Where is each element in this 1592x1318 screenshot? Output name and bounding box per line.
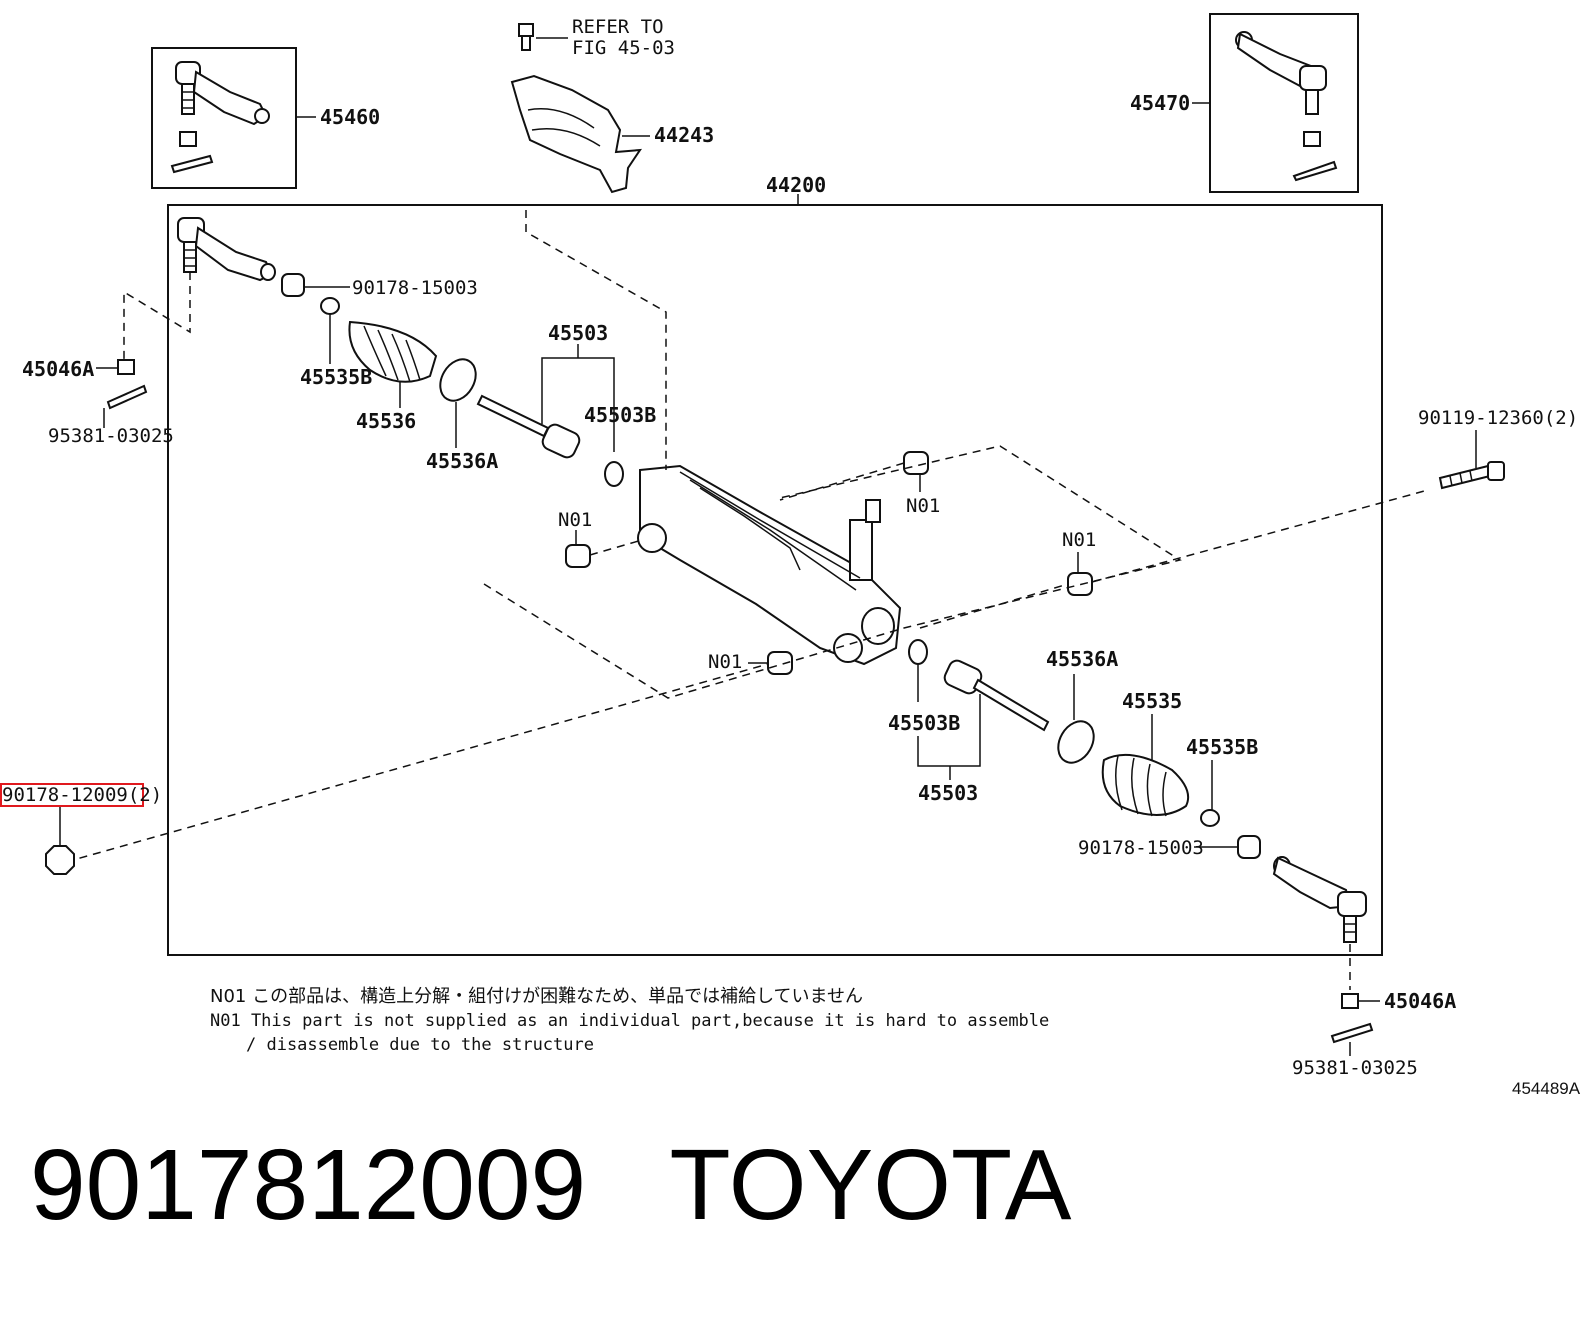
dash-90119 <box>1091 489 1429 583</box>
note-line-jp: N01 この部品は、構造上分解・組付けが困難なため、単品では補給していません <box>210 986 863 1007</box>
left-tie-rod-end[interactable] <box>177 217 276 282</box>
callout-90178-15003-top[interactable]: 90178-15003 <box>352 277 478 299</box>
dash-n01-c <box>919 583 1069 629</box>
highlight-box-90178-12009 <box>0 783 144 807</box>
bushing-n01-b[interactable] <box>903 451 929 475</box>
figure-code: 454489A <box>1512 1079 1581 1098</box>
band-45536A-top[interactable] <box>433 353 483 407</box>
right-tie-rod-end[interactable] <box>1272 856 1367 943</box>
nut-90178-15003-bottom[interactable] <box>1237 835 1261 859</box>
nut-90178-12009[interactable] <box>45 845 75 875</box>
tie-rod-end-45470[interactable] <box>1235 31 1338 182</box>
callout-45535B-bottom[interactable]: 45535B <box>1186 735 1258 759</box>
washer-45503B-bottom[interactable] <box>908 639 928 665</box>
dash-n01-b <box>779 462 905 501</box>
dash-n01-a <box>589 539 643 556</box>
bolt-90119-12360[interactable] <box>1438 461 1505 490</box>
note-line-en-2: / disassemble due to the structure <box>246 1035 594 1055</box>
callout-45460[interactable]: 45460 <box>320 105 380 129</box>
boot-45536[interactable] <box>348 320 438 383</box>
inner-tie-rod-right[interactable] <box>942 658 1050 732</box>
callout-45503-bottom[interactable]: 45503 <box>918 781 978 805</box>
callout-44200[interactable]: 44200 <box>766 173 826 197</box>
callout-45503B-top[interactable]: 45503B <box>584 403 656 427</box>
inner-tie-rod-left[interactable] <box>476 394 582 460</box>
callout-n01-a[interactable]: N01 <box>558 509 592 531</box>
dash-90178-12009 <box>65 663 769 863</box>
dash-mount-outline <box>483 445 1182 699</box>
cotter-pin-95381-left[interactable] <box>106 384 148 410</box>
callout-90178-15003-bottom[interactable]: 90178-15003 <box>1078 837 1204 859</box>
band-45536A-bottom[interactable] <box>1051 715 1101 769</box>
callout-90178-12009[interactable]: 90178-12009(2) <box>2 784 162 806</box>
callout-45535B-top[interactable]: 45535B <box>300 365 372 389</box>
bolt-refer-fig[interactable] <box>518 23 568 51</box>
dash-left-knuckle <box>123 272 191 360</box>
clip-45535B-top[interactable] <box>320 297 340 315</box>
callout-n01-c[interactable]: N01 <box>1062 529 1096 551</box>
callout-95381-right[interactable]: 95381-03025 <box>1292 1057 1418 1079</box>
callout-45046A-right[interactable]: 45046A <box>1384 989 1456 1013</box>
callout-45536A-bottom[interactable]: 45536A <box>1046 647 1118 671</box>
bracket-45503-bottom <box>917 694 981 767</box>
cotter-pin-95381-right[interactable] <box>1330 1022 1374 1044</box>
callout-95381-left[interactable]: 95381-03025 <box>48 425 174 447</box>
nut-90178-15003-top[interactable] <box>281 273 305 297</box>
refer-to-label-2: FIG 45-03 <box>572 37 675 59</box>
callout-n01-d[interactable]: N01 <box>708 651 742 673</box>
caption-part-number: 9017812009 <box>30 1129 587 1241</box>
callout-45503B-bottom[interactable]: 45503B <box>888 711 960 735</box>
dash-heat-shield <box>525 210 667 470</box>
callout-n01-b[interactable]: N01 <box>906 495 940 517</box>
assembly-frame-44200 <box>167 204 1383 956</box>
callout-45470[interactable]: 45470 <box>1130 91 1190 115</box>
boot-45535[interactable] <box>1101 753 1190 817</box>
callout-45535[interactable]: 45535 <box>1122 689 1182 713</box>
clip-45535B-bottom[interactable] <box>1200 809 1220 827</box>
inset-box-45460 <box>151 47 297 189</box>
caption-brand: TOYOTA <box>669 1129 1072 1241</box>
callout-44243[interactable]: 44243 <box>654 123 714 147</box>
note-line-en-1: N01 This part is not supplied as an indi… <box>210 1011 1049 1031</box>
heat-shield-44243[interactable] <box>510 74 642 194</box>
callout-90119[interactable]: 90119-12360(2) <box>1418 407 1578 429</box>
callout-45046A-left[interactable]: 45046A <box>22 357 94 381</box>
nut-45046A-right[interactable] <box>1341 993 1359 1009</box>
caption: 9017812009 TOYOTA <box>30 1130 1071 1240</box>
refer-to-label-1: REFER TO <box>572 16 664 38</box>
callout-45503-top[interactable]: 45503 <box>548 321 608 345</box>
washer-45503B-top[interactable] <box>604 461 624 487</box>
callout-45536[interactable]: 45536 <box>356 409 416 433</box>
nut-45046A-left[interactable] <box>117 359 135 375</box>
callout-45536A-top[interactable]: 45536A <box>426 449 498 473</box>
tie-rod-end-45460[interactable] <box>170 61 270 174</box>
bushing-n01-a[interactable] <box>565 544 591 568</box>
steering-rack-housing[interactable] <box>637 464 902 666</box>
